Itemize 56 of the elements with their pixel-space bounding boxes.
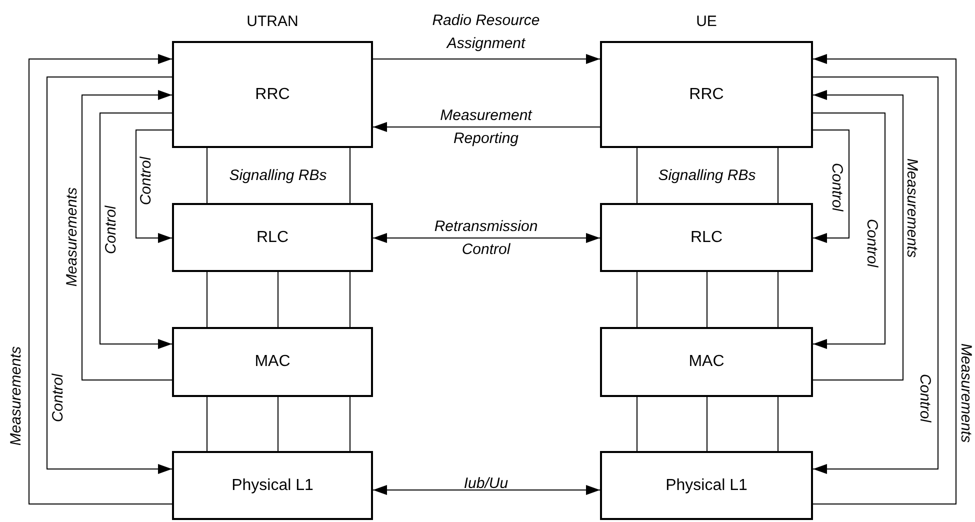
arrow [372,233,600,243]
arrow [372,485,600,495]
column-heading: UE [696,13,717,30]
layer-box [172,203,373,272]
layer-name: Physical L1 [666,476,748,494]
layer-box [600,451,813,520]
connector-line [206,148,208,204]
connector-line [706,396,708,452]
arrow [372,122,600,132]
layer-name: RLC [690,228,722,246]
edge-label: Measurements [956,343,975,443]
arrow [812,54,956,504]
connector-line [636,272,638,328]
edge-label: Retransmission Control [433,217,539,260]
layer-box [600,41,813,148]
edge-label: Measurements [6,346,26,446]
bearer-label: Signalling RBs [229,167,327,184]
edge-label: Measurements [902,158,922,258]
edge-label: Control [136,156,156,206]
connector-line [206,396,208,452]
edge-label: Control [828,162,846,212]
arrow [812,112,886,349]
arrow [372,54,600,64]
arrow [812,76,938,474]
layer-box [600,203,813,272]
connector-line [636,396,638,452]
edge-label: Control [102,206,120,254]
arrow [812,130,850,243]
layer-box [172,451,373,520]
layer-name: RRC [255,86,290,104]
layer-box [600,327,813,397]
layer-name: MAC [254,353,290,371]
connector-line [706,272,708,328]
edge-label: Control [862,218,882,268]
edge-label: Measurement Reporting [439,106,534,149]
arrow [100,112,172,349]
layer-name: Physical L1 [232,476,314,494]
arrow [28,54,172,504]
bearer-label: Signalling RBs [658,167,756,184]
edge-label: Control [48,374,68,422]
connector-line [206,272,208,328]
edge-label: Measurements [62,187,82,287]
arrow [82,90,172,380]
edge-label: Iub/Uu [462,474,510,494]
arrow [136,130,172,243]
layer-name: RRC [689,86,724,104]
column-heading: UTRAN [246,13,298,30]
layer-name: MAC [688,353,724,371]
connector-line [636,148,638,204]
arrow [812,90,904,380]
edge-label: Control [916,374,934,422]
edge-label: Radio Resource Assignment [431,11,541,54]
layer-name: RLC [256,228,288,246]
arrow [46,76,172,474]
layer-box [172,41,373,148]
layer-box [172,327,373,397]
